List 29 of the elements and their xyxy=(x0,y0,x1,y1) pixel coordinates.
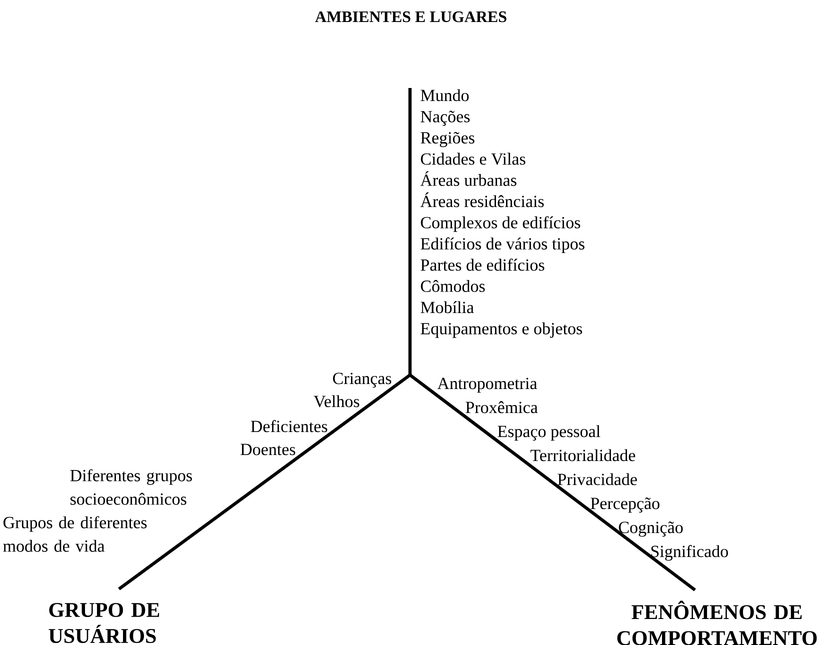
list-item: Cômodos xyxy=(420,280,485,292)
list-item: Velhos xyxy=(314,395,360,408)
list-item: Antropometria xyxy=(437,378,538,393)
list-item: Espaço pessoal xyxy=(498,425,600,441)
list-item: Complexos de edifícios xyxy=(420,216,580,232)
list-item: Áreas residênciais xyxy=(420,192,544,208)
list-item: Regiões xyxy=(420,132,474,148)
list-item: Percepção xyxy=(590,498,660,513)
list-item: Crianças xyxy=(333,372,392,388)
list-item: Mundo xyxy=(420,89,469,102)
axis-title: AMBIENTES E LUGARES xyxy=(315,11,506,22)
axis-title: GRUPO DE USUÁRIOS xyxy=(48,602,160,644)
list-item: Mobília xyxy=(420,301,474,314)
list-item: Áreas urbanas xyxy=(420,171,516,186)
axis-title: FENÔMENOS DE COMPORTAMENTO xyxy=(617,600,817,645)
list-item: Doentes xyxy=(240,444,296,456)
list-item: Equipamentos e objetos xyxy=(420,322,582,338)
list-item: Significado xyxy=(651,545,728,561)
list-item: Proxêmica xyxy=(466,401,538,414)
list-item: Diferentes grupos socioeconômicos xyxy=(70,469,192,505)
list-item: Deficientes xyxy=(250,420,328,432)
list-item: Territorialidade xyxy=(530,449,636,462)
list-item: Privacidade xyxy=(558,473,637,486)
list-item: Edifícios de vários tipos xyxy=(420,237,584,254)
list-item: Cognição xyxy=(618,522,683,537)
list-item: Partes de edifícios xyxy=(420,258,544,271)
list-item: Cidades e Vilas xyxy=(420,152,526,165)
list-item: Grupos de diferentes modos de vida xyxy=(3,516,147,552)
list-item: Nações xyxy=(420,110,470,126)
